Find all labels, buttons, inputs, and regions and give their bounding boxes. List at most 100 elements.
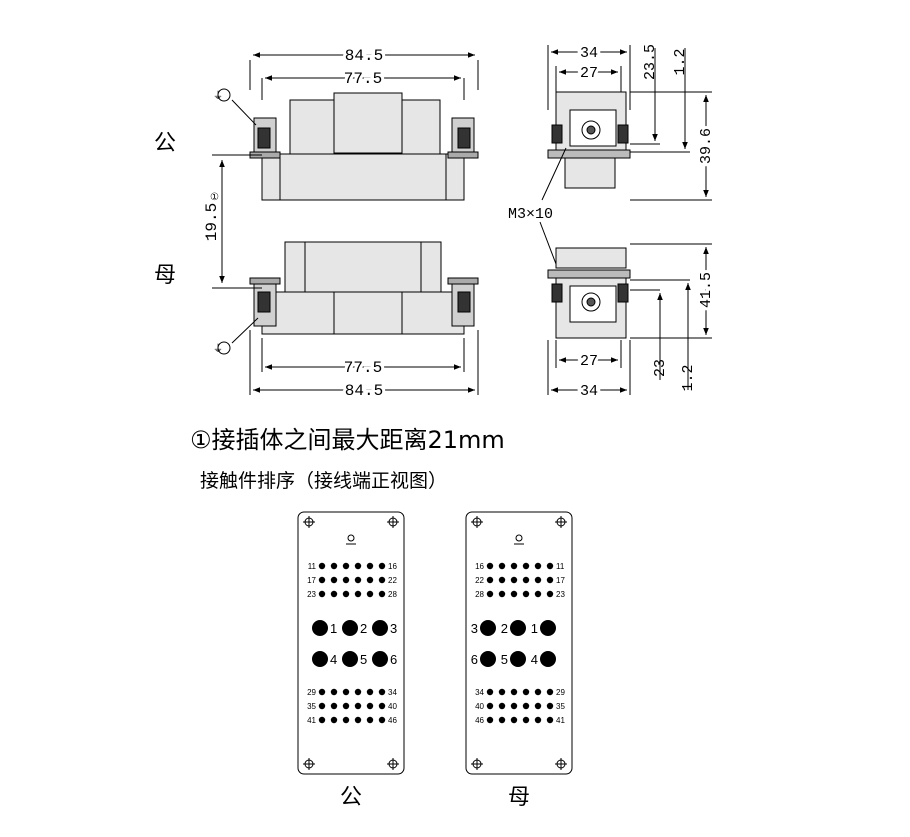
small-pin [486,590,494,598]
pin-number: 40 [475,702,484,711]
small-pin [342,716,350,724]
dim-gap-note: ① [210,192,219,204]
power-pin-number: 2 [360,621,367,636]
screw-label: M3×10 [508,206,553,223]
small-pin [522,576,530,584]
dim-side-top-h2: 1.2 [672,48,689,75]
pin-number: 22 [388,576,397,585]
small-pin [342,562,350,570]
small-pin [510,590,518,598]
male-side-view [541,45,712,201]
small-pin [534,576,542,584]
small-pin [318,590,326,598]
dim-side-bot-inner: 27 [580,353,598,370]
small-pin [378,576,386,584]
power-pin [510,620,526,636]
small-pin [522,688,530,696]
small-pin [546,576,554,584]
pin-number: 16 [388,562,397,571]
pin-number: 16 [475,562,484,571]
small-pin [546,590,554,598]
dim-side-top-width: 34 [580,45,598,62]
pin-arrangement-title: 接触件排序（接线端正视图） [200,470,448,492]
pin-number: 11 [556,562,565,571]
pin-number: 41 [307,716,316,725]
small-pin [378,688,386,696]
small-pin [366,688,374,696]
label-female-front: 母 [154,263,176,288]
dim-side-bot-h1: 23 [652,359,669,377]
footnote: ①接插体之间最大距离21mm [190,426,505,454]
dim-top-inner-width: 77.5 [344,70,382,88]
small-pin [534,590,542,598]
small-pin [534,688,542,696]
small-pin [330,688,338,696]
power-pin [480,651,496,667]
small-pin [342,688,350,696]
power-pin-number: 3 [390,621,397,636]
small-pin [522,562,530,570]
small-pin [318,716,326,724]
power-pin-number: 4 [531,652,538,667]
small-pin [318,688,326,696]
pin-number: 35 [556,702,565,711]
pin-number: 40 [388,702,397,711]
small-pin [486,716,494,724]
dim-side-bot-total: 41.5 [698,272,715,308]
small-pin [330,576,338,584]
small-pin [498,576,506,584]
pin-number: 29 [307,688,316,697]
pin-number: 34 [475,688,484,697]
small-pin [486,576,494,584]
small-pin [498,590,506,598]
small-pin [510,562,518,570]
dim-bottom-inner-width: 77.5 [344,359,382,377]
female-front-view [217,241,479,395]
power-pin [312,651,328,667]
female-side-view [539,221,712,395]
pin-number: 46 [475,716,484,725]
power-pin-number: 6 [471,652,478,667]
small-pin [366,562,374,570]
small-pin [318,576,326,584]
pin-number: 28 [388,590,397,599]
small-pin [546,688,554,696]
small-pin [354,702,362,710]
small-pin [366,702,374,710]
pin-number: 23 [307,590,316,599]
male-pinout-panel [297,511,405,775]
small-pin [534,716,542,724]
small-pin [510,576,518,584]
power-pin-number: 6 [390,652,397,667]
power-pin [372,651,388,667]
small-pin [546,702,554,710]
pin-number: 29 [556,688,565,697]
small-pin [342,590,350,598]
label-male-front: 公 [154,131,176,156]
power-pin [540,620,556,636]
pin-number: 35 [307,702,316,711]
power-pin-number: 5 [501,652,508,667]
small-pin [546,562,554,570]
small-pin [318,562,326,570]
pin-number: 46 [388,716,397,725]
pin-number: 17 [556,576,565,585]
dim-side-top-inner: 27 [580,65,598,82]
ground-icon-bottom: ⏚ [213,343,223,355]
small-pin [378,702,386,710]
pin-number: 22 [475,576,484,585]
power-pin [312,620,328,636]
small-pin [498,702,506,710]
small-pin [366,590,374,598]
power-pin-number: 5 [360,652,367,667]
small-pin [486,702,494,710]
small-pin [366,716,374,724]
power-pin [540,651,556,667]
small-pin [534,562,542,570]
small-pin [378,716,386,724]
pin-number: 17 [307,576,316,585]
pin-number: 28 [475,590,484,599]
small-pin [330,590,338,598]
small-pin [510,716,518,724]
